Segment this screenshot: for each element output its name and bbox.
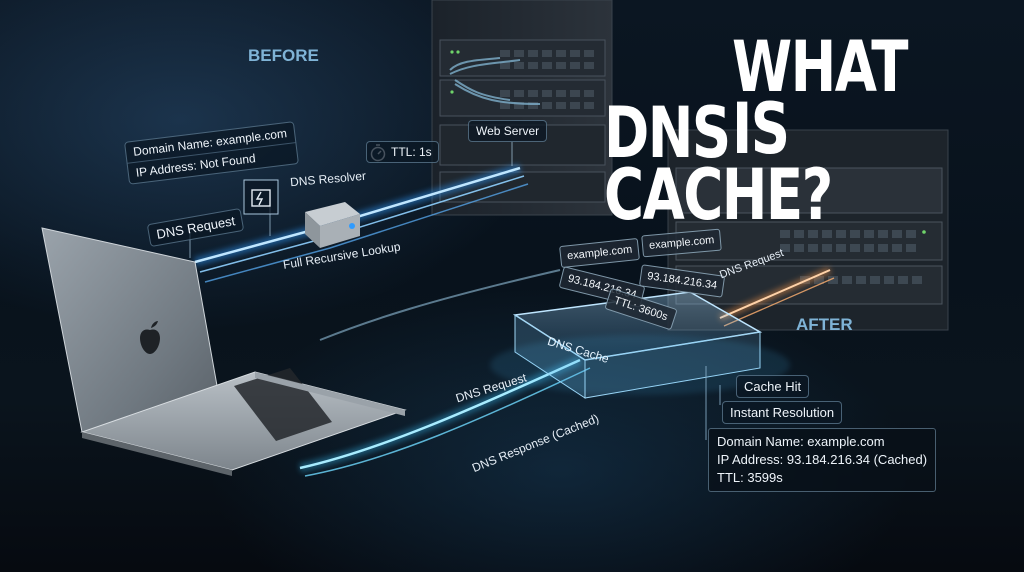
result-ttl: TTL: 3599s: [717, 470, 783, 485]
page-title-line2: DNS CACHE?: [604, 92, 833, 236]
instant-resolution-badge: Instant Resolution: [722, 401, 843, 424]
result-info-panel: Domain Name: example.com IP Address: 93.…: [708, 428, 937, 492]
result-connectors: [705, 366, 721, 440]
laptop: [41, 227, 407, 476]
apple-logo-icon: [140, 321, 160, 354]
laptop-cable: [319, 269, 561, 341]
before-heading: BEFORE: [248, 46, 319, 65]
cache-to-server-path: [718, 266, 835, 327]
dns-cache-tray: [490, 291, 790, 399]
ttl-before-value: TTL: 1s: [391, 145, 432, 159]
page-title-line1: WHAT IS: [732, 26, 909, 170]
web-server-badge: Web Server: [468, 120, 548, 142]
cache-hit-badge: Cache Hit: [736, 375, 810, 398]
resolver-device-icon: [305, 202, 360, 248]
after-heading: AFTER: [796, 315, 853, 334]
result-domain-name: Domain Name: example.com: [717, 434, 885, 449]
resolver-symbol-icon: [243, 179, 279, 215]
result-ip-address: IP Address: 93.184.216.34 (Cached): [717, 452, 928, 467]
ttl-before-badge: TTL: 1s: [366, 141, 439, 163]
